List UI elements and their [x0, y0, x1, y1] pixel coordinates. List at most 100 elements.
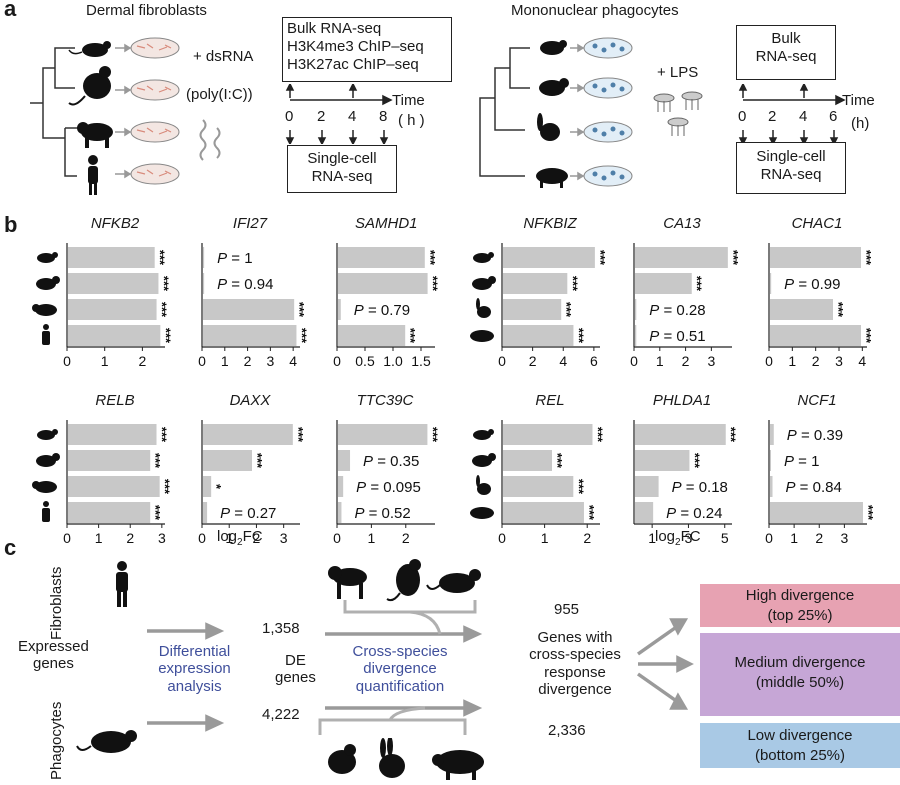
bar — [770, 325, 861, 346]
significance-stars: *** — [724, 427, 739, 443]
chart-title: SAMHD1 — [355, 215, 418, 232]
phagocyte-species-icons — [470, 252, 496, 342]
x-tick-label: 0 — [333, 530, 341, 546]
lps-icon — [653, 91, 703, 136]
bar — [503, 424, 593, 445]
bar — [203, 502, 208, 523]
phagocyte-sc-box: Single-cell RNA-seq — [736, 142, 846, 194]
p-value-label: P = 0.51 — [649, 328, 705, 345]
significance-stars: *** — [155, 302, 170, 318]
rat-icon — [472, 276, 496, 290]
panel-c-label: c — [4, 535, 17, 560]
x-tick-label: 2 — [244, 353, 252, 369]
phagocyte-time-label: Time — [842, 92, 875, 109]
bar — [203, 450, 252, 471]
p-value-label: P = 0.24 — [666, 505, 722, 522]
x-tick-label: 0 — [498, 530, 506, 546]
bar — [770, 273, 772, 294]
significance-stars: *** — [403, 328, 418, 344]
time-tick: 0 — [285, 108, 294, 125]
fibroblast-bulk-box: Bulk RNA-seq H3K4me3 ChIP–seq H3K27ac Ch… — [282, 17, 452, 82]
mouse-icon — [37, 252, 58, 263]
x-tick-label: 1 — [541, 530, 549, 546]
bar — [770, 247, 861, 268]
bar — [203, 476, 212, 497]
rat-icon — [36, 453, 60, 467]
bar — [635, 325, 637, 346]
pig-icon — [470, 330, 494, 342]
significance-stars: *** — [550, 453, 565, 469]
significance-stars: *** — [859, 250, 874, 266]
bar — [635, 502, 654, 523]
p-value-label: P = 0.99 — [784, 276, 840, 293]
significance-stars: *** — [690, 276, 705, 292]
bar — [338, 476, 344, 497]
pig-icon — [432, 750, 484, 780]
significance-stars: *** — [571, 328, 586, 344]
rabbit-icon — [537, 113, 560, 141]
rat-icon — [386, 559, 421, 602]
bar — [203, 273, 205, 294]
bar — [503, 299, 562, 320]
significance-stars: *** — [426, 276, 441, 292]
time-tick: 4 — [348, 108, 357, 125]
bar — [68, 299, 157, 320]
human-icon — [42, 501, 50, 522]
x-tick-label: 5 — [721, 530, 729, 546]
fibroblast-species-icons — [32, 429, 60, 522]
assay-label: Single-cell — [756, 148, 826, 165]
bar — [68, 247, 155, 268]
phagocyte-time-unit: (h) — [851, 115, 870, 132]
bar — [68, 325, 161, 346]
bar — [338, 424, 428, 445]
fibroblast-species-icons — [32, 252, 60, 345]
significance-stars: *** — [148, 505, 163, 521]
x-tick-label: 1 — [367, 530, 375, 546]
chart-title: RELB — [95, 392, 135, 409]
low-divergence-box: Low divergence(bottom 25%) — [700, 723, 900, 768]
x-tick-label: 1 — [656, 353, 664, 369]
time-tick: 0 — [738, 108, 747, 125]
significance-stars: *** — [425, 427, 440, 443]
chart-title: DAXX — [229, 392, 271, 409]
significance-stars: * — [209, 484, 224, 490]
significance-stars: *** — [571, 479, 586, 495]
p-value-label: P = 0.28 — [649, 302, 705, 319]
significance-stars: *** — [590, 427, 605, 443]
bar — [635, 247, 728, 268]
macaque-icon — [77, 122, 113, 148]
time-tick: 2 — [768, 108, 777, 125]
rat-icon — [328, 744, 356, 774]
time-tick: 6 — [829, 108, 838, 125]
p-value-label: P = 0.39 — [787, 427, 843, 444]
p-value-label: P = 0.27 — [220, 505, 276, 522]
fibroblast-sc-box: Single-cell RNA-seq — [287, 145, 397, 193]
chart-title: TTC39C — [356, 392, 414, 409]
chart-title: NFKBIZ — [523, 215, 577, 232]
x-tick-label: 0 — [765, 530, 773, 546]
p-value-label: P = 0.095 — [356, 479, 421, 496]
chart-title: CA13 — [663, 215, 701, 232]
culture-dish-icon — [583, 37, 633, 187]
p-value-label: P = 1 — [217, 250, 252, 267]
x-tick-label: 3 — [685, 530, 693, 546]
human-icon — [42, 324, 50, 345]
chart-title: NFKB2 — [90, 215, 140, 232]
x-tick-label: 1 — [790, 530, 798, 546]
pig-icon — [470, 507, 494, 519]
phagocyte-de-count: 4,222 — [262, 706, 300, 723]
rabbit-icon — [379, 738, 405, 778]
bar — [338, 325, 406, 346]
bar — [68, 450, 151, 471]
x-tick-label: 1.5 — [411, 353, 431, 369]
bar — [503, 476, 574, 497]
assay-label: Bulk — [771, 30, 801, 47]
bar — [68, 424, 157, 445]
bar — [338, 502, 342, 523]
bar — [203, 325, 297, 346]
bar — [503, 450, 552, 471]
fibroblast-title: Dermal fibroblasts — [86, 2, 207, 19]
